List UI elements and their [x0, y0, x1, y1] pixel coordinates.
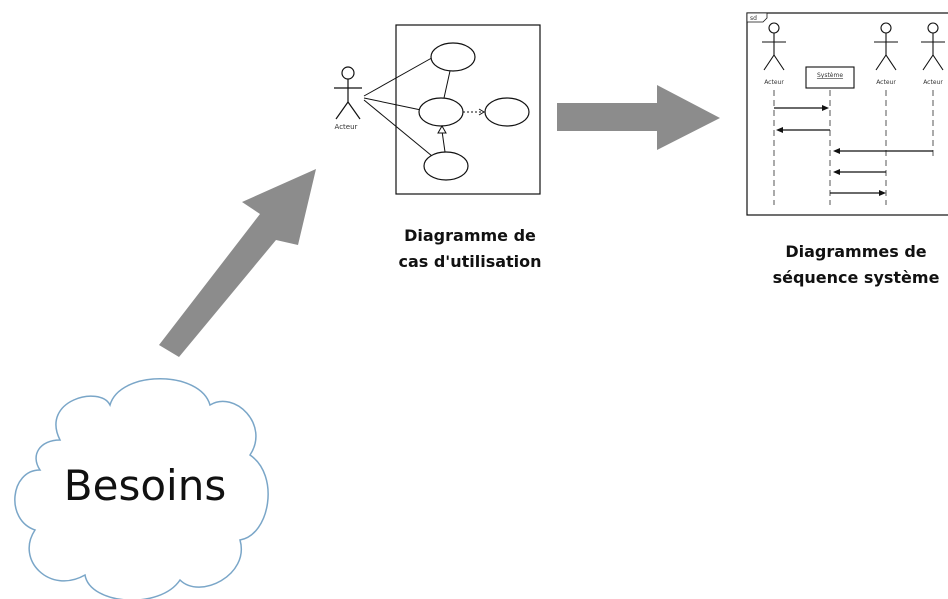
sequence-system-box — [805, 66, 855, 89]
sequence-diagram: sd Acteur Système Acteur — [746, 12, 948, 216]
sequence-actor-icon-4 — [921, 22, 945, 71]
arrow-to-sequence — [557, 85, 720, 150]
usecase-actor-icon — [334, 66, 362, 120]
arrow-to-usecase-shape — [159, 169, 316, 357]
sequence-actor-icon-3 — [874, 22, 898, 71]
usecase-ellipse-right — [484, 97, 530, 127]
sequence-lifeline-label-3: Acteur — [876, 79, 896, 86]
needs-cloud: Besoins — [14, 378, 269, 599]
sequence-lifeline-label-4: Acteur — [923, 79, 943, 86]
usecase-actor-label: Acteur — [335, 123, 358, 131]
sequence-frame-tag-label: sd — [750, 15, 757, 22]
sequence-frame — [746, 12, 948, 216]
arrow-to-usecase — [159, 169, 316, 357]
sequence-frame-tag — [746, 12, 768, 23]
usecase-associations — [363, 54, 438, 157]
usecase-link-top-middle — [443, 70, 451, 99]
usecase-caption-line1: Diagramme de — [404, 226, 536, 245]
usecase-include-arrowhead — [478, 108, 485, 116]
sequence-lifeline-label-1: Acteur — [764, 79, 784, 86]
usecase-generalization-line — [441, 130, 446, 153]
usecase-ellipse-bottom — [423, 151, 469, 181]
sequence-lifelines — [773, 90, 934, 205]
sequence-actor-icon-1 — [762, 22, 786, 71]
sequence-caption-line2: séquence système — [772, 268, 940, 287]
arrow-to-sequence-shape — [557, 85, 720, 150]
cloud-outline — [14, 378, 269, 599]
usecase-ellipse-top — [430, 42, 476, 72]
usecase-diagram: Acteur — [334, 24, 541, 195]
cloud-label: Besoins — [64, 461, 226, 510]
usecase-ellipse-middle — [418, 97, 464, 127]
sequence-caption: Diagrammes de séquence système — [746, 239, 948, 291]
usecase-generalization-arrowhead — [437, 124, 447, 134]
sequence-caption-line1: Diagrammes de — [785, 242, 927, 261]
sequence-lifeline-label-2: Système — [817, 72, 843, 79]
sequence-messages — [774, 105, 933, 196]
usecase-caption: Diagramme de cas d'utilisation — [370, 223, 570, 275]
usecase-caption-line2: cas d'utilisation — [398, 252, 542, 271]
